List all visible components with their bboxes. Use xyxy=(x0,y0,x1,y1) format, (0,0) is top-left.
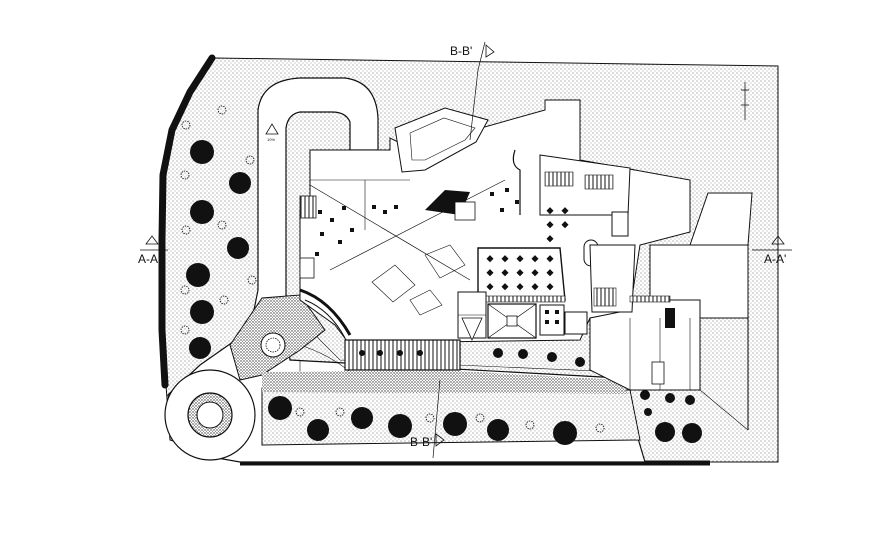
section-arrow-left-icon xyxy=(145,235,159,245)
scale-marker-icon xyxy=(741,82,749,120)
section-arrow-right-icon xyxy=(771,235,785,245)
parking-area xyxy=(589,192,753,431)
tree-row-bottom xyxy=(268,348,702,445)
section-label-aa-right: A-A' xyxy=(764,252,786,266)
furniture-left xyxy=(315,188,519,256)
section-label-bb-bottom: B-B' xyxy=(410,435,432,449)
roundabout xyxy=(164,369,256,461)
section-arrow-bottom-icon xyxy=(435,433,445,447)
boundary-hedge xyxy=(158,54,710,466)
front-colonnade xyxy=(344,339,461,371)
section-label-bb-top: B-B' xyxy=(450,44,472,58)
slope-label: 10% xyxy=(267,137,275,142)
dining-area xyxy=(477,247,566,303)
slope-marker-icon xyxy=(265,123,279,135)
entrance-canopy xyxy=(457,291,588,341)
section-line-bb xyxy=(432,41,495,459)
section-arrow-top-icon xyxy=(485,44,495,58)
main-building xyxy=(299,99,691,371)
section-line-aa xyxy=(140,235,792,251)
section-label-aa-left: A-A' xyxy=(138,252,160,266)
tree-row-left xyxy=(180,105,257,359)
